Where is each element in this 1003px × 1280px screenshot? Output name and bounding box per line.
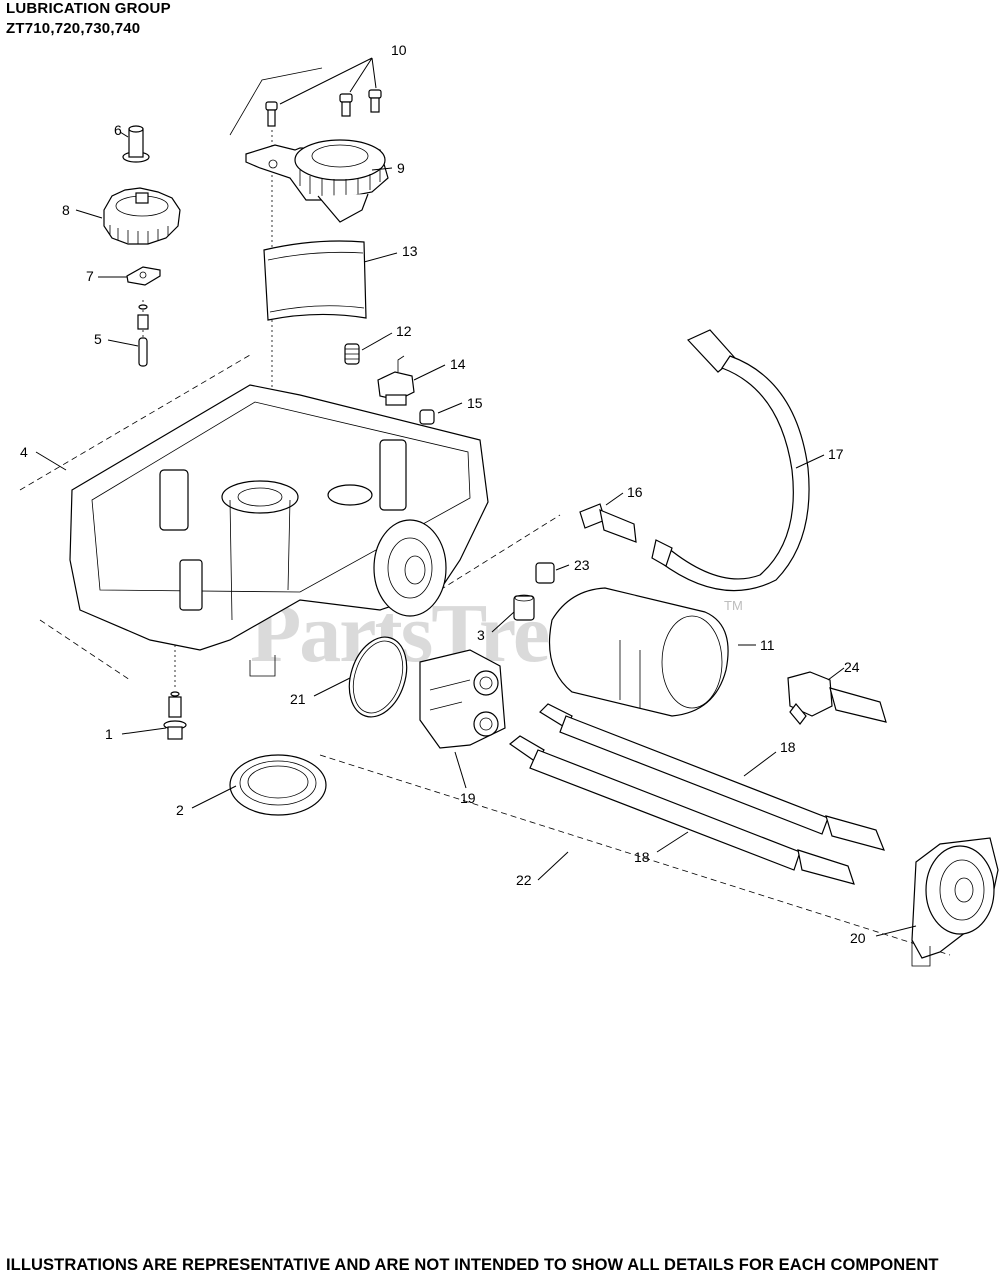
callout-9[interactable]: 9 <box>397 160 405 176</box>
callout-18-upper[interactable]: 18 <box>780 739 796 755</box>
part-12-spring[interactable] <box>344 343 360 365</box>
part-14-pressure-switch[interactable] <box>377 355 415 406</box>
part-6-shaft[interactable] <box>122 125 150 163</box>
callout-12[interactable]: 12 <box>396 323 412 339</box>
callout-15[interactable]: 15 <box>467 395 483 411</box>
part-1-drain-plug[interactable] <box>163 691 187 740</box>
callout-24[interactable]: 24 <box>844 659 860 675</box>
callout-2[interactable]: 2 <box>176 802 184 818</box>
leader-lines <box>35 57 917 937</box>
part-7-plate[interactable] <box>126 266 161 286</box>
part-8-gear[interactable] <box>103 187 181 245</box>
callout-7[interactable]: 7 <box>86 268 94 284</box>
callout-22[interactable]: 22 <box>516 872 532 888</box>
part-17-oil-hose[interactable] <box>651 329 810 592</box>
part-21-o-ring[interactable] <box>340 630 417 725</box>
callout-8[interactable]: 8 <box>62 202 70 218</box>
part-19-oil-filter-adapter[interactable] <box>419 649 506 749</box>
callout-5[interactable]: 5 <box>94 331 102 347</box>
part-11-oil-filter[interactable] <box>548 587 729 717</box>
part-23-fitting[interactable] <box>535 562 555 584</box>
exploded-parts-diagram: 10 6 9 8 13 7 12 5 14 15 4 17 16 23 3 11… <box>19 42 999 967</box>
callout-3[interactable]: 3 <box>477 627 485 643</box>
callout-11[interactable]: 11 <box>760 637 775 653</box>
callout-4[interactable]: 4 <box>20 444 28 460</box>
callout-18-lower[interactable]: 18 <box>634 849 650 865</box>
callout-20[interactable]: 20 <box>850 930 866 946</box>
part-18-oil-line-upper[interactable] <box>539 703 886 851</box>
callout-21[interactable]: 21 <box>290 691 306 707</box>
part-5-pin[interactable] <box>137 304 149 367</box>
callout-23[interactable]: 23 <box>574 557 590 573</box>
callout-14[interactable]: 14 <box>450 356 466 372</box>
part-20-oil-cooler[interactable] <box>911 837 999 967</box>
part-18-oil-line-lower[interactable] <box>508 735 855 885</box>
callout-10[interactable]: 10 <box>391 42 407 58</box>
callout-17[interactable]: 17 <box>828 446 844 462</box>
part-3-nipple[interactable] <box>513 594 535 621</box>
part-4-crankcase-cover[interactable] <box>69 384 489 677</box>
callout-19[interactable]: 19 <box>460 790 476 806</box>
callout-13[interactable]: 13 <box>402 243 418 259</box>
watermark-trademark: TM <box>724 598 743 613</box>
callout-labels: 10 6 9 8 13 7 12 5 14 15 4 17 16 23 3 11… <box>20 42 866 946</box>
disclaimer-footer: ILLUSTRATIONS ARE REPRESENTATIVE AND ARE… <box>6 1256 939 1274</box>
part-9-pump-gear[interactable] <box>245 139 389 223</box>
callout-6[interactable]: 6 <box>114 122 122 138</box>
part-2-oil-seal[interactable] <box>229 754 327 816</box>
model-numbers: ZT710,720,730,740 <box>6 20 141 37</box>
part-16-fitting[interactable] <box>579 503 637 543</box>
callout-16[interactable]: 16 <box>627 484 643 500</box>
diagram-title: LUBRICATION GROUP <box>6 0 171 17</box>
part-24-tee-fitting[interactable] <box>787 671 887 725</box>
part-15-plug[interactable] <box>419 409 435 425</box>
part-13-screen[interactable] <box>263 240 367 321</box>
part-10-bolts[interactable] <box>265 89 382 127</box>
callout-1[interactable]: 1 <box>105 726 113 742</box>
